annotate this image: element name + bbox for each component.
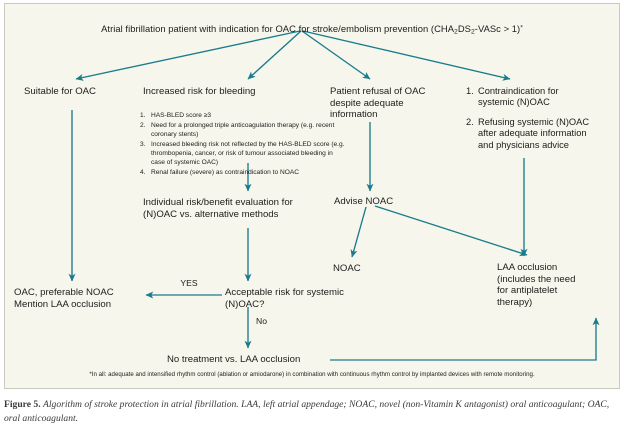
node-individual-evaluation: Individual risk/benefit evaluation for (… xyxy=(143,197,293,220)
list-item: 4. Renal failure (severe) as contraindic… xyxy=(140,169,345,178)
list-item-text: Contraindication for systemic (N)OAC xyxy=(478,86,559,108)
node-laa-occlusion: LAA occlusion (includes the need for ant… xyxy=(497,262,576,309)
edge-label-no: No xyxy=(256,316,267,326)
list-item: 1. Contraindication for systemic (N)OAC xyxy=(466,86,591,108)
contraindication-list: 1. Contraindication for systemic (N)OAC … xyxy=(466,86,591,160)
list-item: 2. Need for a prolonged triple anticoagu… xyxy=(140,122,345,140)
figure-caption: Figure 5. Algorithm of stroke protection… xyxy=(4,398,620,426)
list-item-text: Increased bleeding risk not reflected by… xyxy=(151,141,345,166)
caption-label: Figure 5. xyxy=(4,399,41,410)
node-oac-preferable: OAC, preferable NOAC Mention LAA occlusi… xyxy=(14,287,114,310)
list-item-number: 3. xyxy=(140,141,146,149)
figure-footnote: *In all: adequate and intensified rhythm… xyxy=(89,371,535,378)
list-item: 3. Increased bleeding risk not reflected… xyxy=(140,141,345,167)
caption-text: Algorithm of stroke protection in atrial… xyxy=(4,399,610,424)
node-increased-risk-for-bleeding: Increased risk for bleeding xyxy=(143,86,256,97)
bleeding-risk-list: 1. HAS-BLED score ≥3 2. Need for a prolo… xyxy=(140,112,345,179)
node-acceptable-risk: Acceptable risk for systemic (N)OAC? xyxy=(225,287,344,310)
list-item-text: HAS-BLED score ≥3 xyxy=(151,112,212,119)
node-no-treatment: No treatment vs. LAA occlusion xyxy=(167,354,301,365)
figure-panel xyxy=(4,3,620,389)
node-suitable-for-oac: Suitable for OAC xyxy=(24,86,96,97)
node-advise-noac: Advise NOAC xyxy=(334,196,394,207)
node-patient-refusal-of-oac: Patient refusal of OAC despite adequate … xyxy=(330,86,426,121)
title-text: Atrial fibrillation patient with indicat… xyxy=(101,23,523,36)
list-item-number: 1. xyxy=(140,112,146,119)
list-item: 2. Refusing systemic (N)OAC after adequa… xyxy=(466,117,591,150)
list-item-number: 1. xyxy=(466,86,474,96)
list-item-number: 2. xyxy=(466,117,474,128)
node-title: Atrial fibrillation patient with indicat… xyxy=(62,12,562,37)
list-item-number: 2. xyxy=(140,122,146,130)
list-item-text: Need for a prolonged triple anticoagulat… xyxy=(151,122,335,139)
list-item-text: Renal failure (severe) as contraindicati… xyxy=(151,169,300,177)
list-item: 1. HAS-BLED score ≥3 xyxy=(140,112,345,121)
edge-label-yes: YES xyxy=(180,278,198,288)
list-item-number: 4. xyxy=(140,169,146,177)
node-noac: NOAC xyxy=(333,263,361,274)
list-item-text: Refusing systemic (N)OAC after adequate … xyxy=(478,117,590,150)
